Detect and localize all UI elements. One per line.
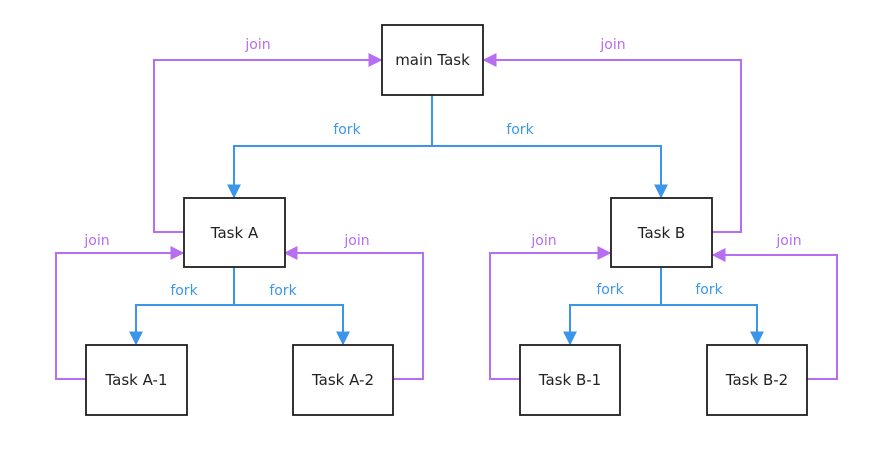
join-edge-b-to-main	[482, 53, 742, 233]
node-task-a-label: Task A	[210, 224, 259, 242]
join-edge-a-to-main	[153, 53, 383, 233]
node-task-b-1-label: Task B-1	[538, 371, 601, 389]
node-task-b: Task B	[610, 197, 713, 268]
fork-label-b-b1: fork	[596, 282, 624, 298]
fork-edge-a-to-a2	[234, 304, 350, 346]
fork-edge-b-to-b1	[563, 267, 662, 346]
node-task-a-2: Task A-2	[292, 344, 394, 416]
node-main-task: main Task	[381, 24, 484, 96]
node-task-a-1-label: Task A-1	[104, 371, 167, 389]
join-edge-a1-to-a	[55, 246, 185, 380]
node-task-b-2-label: Task B-2	[725, 371, 788, 389]
join-label-a-main: join	[244, 37, 270, 53]
node-task-a-2-label: Task A-2	[311, 371, 374, 389]
join-label-a1-a: join	[83, 233, 109, 249]
join-label-a2-a: join	[343, 233, 369, 249]
join-label-b-main: join	[599, 37, 625, 53]
join-label-b1-b: join	[530, 233, 556, 249]
fork-label-main-a: fork	[333, 122, 361, 138]
node-task-b-2: Task B-2	[706, 344, 808, 416]
node-task-a: Task A	[183, 197, 286, 268]
node-task-b-1: Task B-1	[519, 344, 621, 416]
node-task-b-label: Task B	[637, 224, 685, 242]
join-label-b2-b: join	[775, 233, 801, 249]
fork-label-a-a2: fork	[269, 283, 297, 299]
fork-edge-main-to-b	[432, 145, 668, 199]
join-edge-b1-to-b	[489, 246, 612, 380]
fork-edge-main-to-a	[227, 95, 433, 199]
fork-label-main-b: fork	[506, 122, 534, 138]
join-edge-a2-to-a	[283, 246, 424, 380]
node-task-a-1: Task A-1	[85, 344, 188, 416]
fork-edge-a-to-a1	[129, 267, 235, 346]
node-main-task-label: main Task	[395, 51, 470, 69]
fork-label-b-b2: fork	[695, 282, 723, 298]
fork-edge-b-to-b2	[661, 304, 764, 346]
fork-label-a-a1: fork	[170, 283, 198, 299]
join-edge-b2-to-b	[711, 248, 838, 380]
